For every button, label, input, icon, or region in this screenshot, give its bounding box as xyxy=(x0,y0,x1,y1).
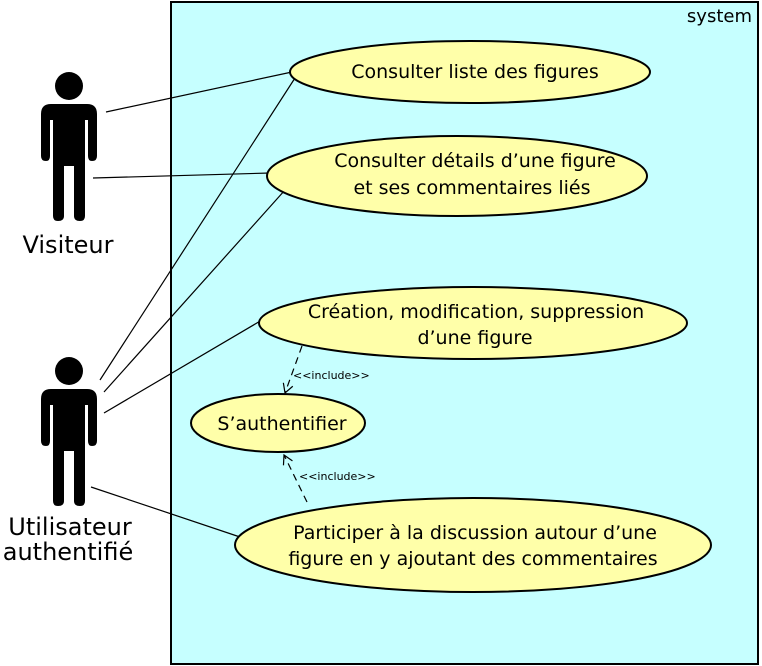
assoc-user-crud xyxy=(103,319,263,414)
use-case-list-label: Consulter liste des figures xyxy=(351,61,599,83)
include-discuss-auth xyxy=(282,453,308,503)
actor-user-label-line2: authentifié xyxy=(3,538,133,566)
assoc-user-details xyxy=(103,189,286,393)
association-lines xyxy=(90,71,296,538)
actor-user xyxy=(41,357,97,506)
use-case-auth-label: S’authentifier xyxy=(217,413,346,435)
assoc-user-list xyxy=(99,77,296,381)
use-case-crud-line1: Création, modification, suppression xyxy=(308,301,644,323)
use-case-details-line2: et ses commentaires liés xyxy=(353,177,590,199)
assoc-visitor-details xyxy=(92,172,271,179)
use-case-crud[interactable]: Création, modification, suppression d’un… xyxy=(258,286,688,360)
use-case-crud-line2: d’une figure xyxy=(417,327,532,349)
actor-user-head xyxy=(55,357,83,385)
include-label-2: <<include>> xyxy=(299,470,376,483)
actor-user-label-line1: Utilisateur xyxy=(8,513,132,541)
include-crud-auth xyxy=(282,345,303,395)
use-case-discuss[interactable]: Participer à la discussion autour d’une … xyxy=(234,497,712,593)
system-label: system xyxy=(687,6,752,27)
include-label-1: <<include>> xyxy=(293,369,370,382)
include-relations xyxy=(282,345,308,503)
use-case-list[interactable]: Consulter liste des figures xyxy=(289,40,651,104)
use-case-auth[interactable]: S’authentifier xyxy=(190,393,366,453)
use-case-details[interactable]: Consulter détails d’une figure et ses co… xyxy=(266,135,648,217)
actor-user-body-icon xyxy=(41,389,97,506)
actor-visitor-label: Visiteur xyxy=(23,231,114,259)
use-case-discuss-line2: figure en y ajoutant des commentaires xyxy=(288,548,657,570)
assoc-visitor-list xyxy=(105,71,293,113)
assoc-user-discuss xyxy=(90,486,241,538)
actor-visitor-body-icon xyxy=(41,104,97,221)
use-case-details-line1: Consulter détails d’une figure xyxy=(334,150,616,172)
use-case-discuss-line1: Participer à la discussion autour d’une xyxy=(293,522,657,544)
actor-visitor xyxy=(41,72,97,221)
actor-visitor-head xyxy=(55,72,83,100)
